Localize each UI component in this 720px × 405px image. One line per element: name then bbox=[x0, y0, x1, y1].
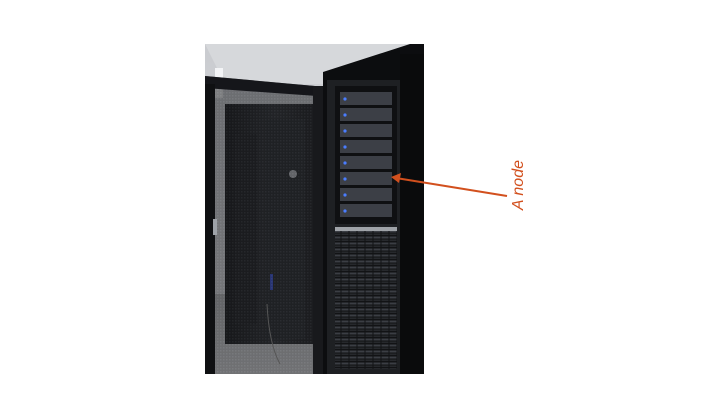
server-rack-photo bbox=[205, 44, 424, 374]
node-drawers bbox=[340, 92, 392, 217]
callout-label: A node bbox=[510, 110, 528, 210]
callout-label-text: A node bbox=[510, 160, 527, 211]
